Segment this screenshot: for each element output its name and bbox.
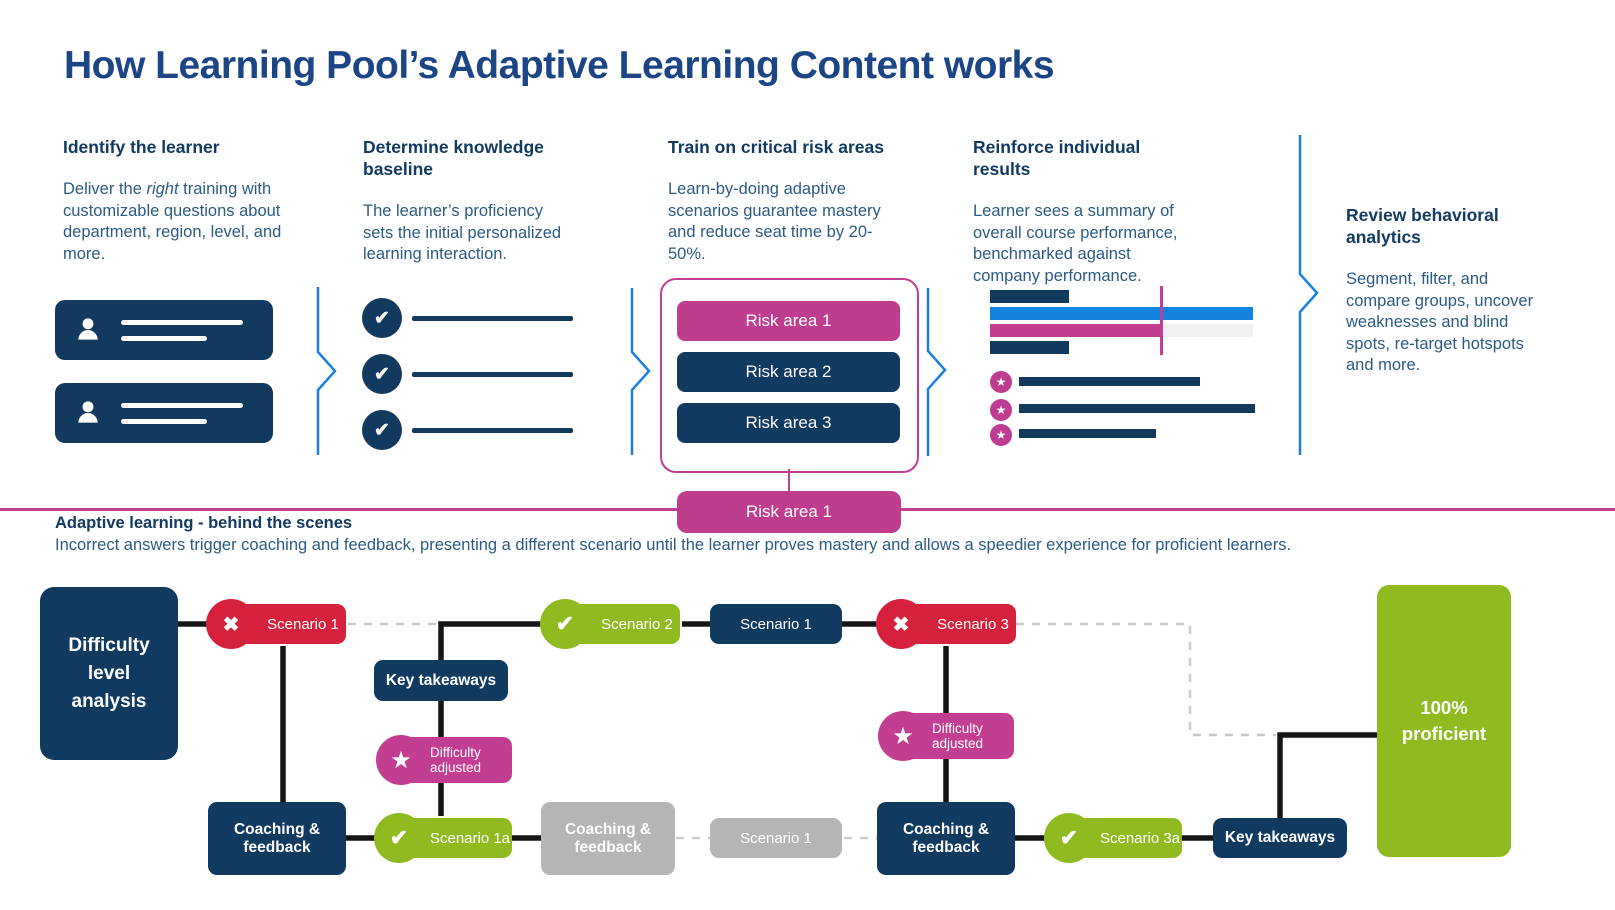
check-icon: ✔ <box>374 307 390 329</box>
star-glyph: ★ <box>390 746 412 774</box>
page-title: How Learning Pool’s Adaptive Learning Co… <box>64 44 1055 87</box>
learner-bar-magenta <box>990 324 1161 337</box>
scenario-1-pill: Scenario 1 ✖ <box>206 599 346 649</box>
cross-glyph: ✖ <box>892 613 910 636</box>
check-icon: ✔ <box>374 813 424 863</box>
card-text-line <box>121 403 243 408</box>
coaching-feedback-box-inactive: Coaching & feedback <box>541 802 675 875</box>
person-icon <box>78 401 98 423</box>
behind-the-scenes-description: Incorrect answers trigger coaching and f… <box>55 536 1292 554</box>
step-separator-chevron <box>630 288 651 455</box>
step-separator-chevron <box>316 287 337 455</box>
score-bar-navy <box>990 341 1069 354</box>
list-line <box>412 316 573 321</box>
check-icon: ✔ <box>374 363 390 385</box>
risk-area-button: Risk area 2 <box>677 352 900 392</box>
step-heading: Review behavioral analytics <box>1346 205 1499 247</box>
step-body: Segment, filter, and compare groups, unc… <box>1346 270 1534 374</box>
step-body-emphasis: right <box>146 180 179 198</box>
check-glyph: ✔ <box>1059 825 1079 850</box>
difficulty-adjusted-pill: Difficulty adjusted ★ <box>376 734 512 786</box>
card-text-line <box>121 320 243 325</box>
bullet-bar <box>1019 377 1200 386</box>
scenario-1-box-inactive: Scenario 1 <box>710 818 842 858</box>
step-column-reinforce: Reinforce individual results Learner see… <box>973 136 1199 287</box>
step-separator-chevron <box>1298 135 1319 455</box>
step-heading: Train on critical risk areas <box>668 137 884 157</box>
difficulty-analysis-box: Difficulty level analysis <box>40 587 178 760</box>
step-body-text: Deliver the <box>63 180 147 198</box>
check-circle: ✔ <box>362 298 402 338</box>
star-icon: ★ <box>995 403 1007 417</box>
star-icon: ★ <box>995 375 1007 389</box>
star-icon: ★ <box>878 711 928 761</box>
star-bullet: ★ <box>990 371 1012 393</box>
list-line <box>412 428 573 433</box>
proficient-box: 100% proficient <box>1377 585 1511 857</box>
bullet-bar <box>1019 404 1255 413</box>
difficulty-adjusted-pill: Difficulty adjusted ★ <box>878 710 1014 762</box>
cross-icon: ✖ <box>206 599 256 649</box>
key-takeaways-box: Key takeaways <box>374 660 508 701</box>
step-body: Deliver the right training with customiz… <box>63 179 297 265</box>
scenario-1a-pill: Scenario 1a ✔ <box>374 813 512 863</box>
step-heading: Reinforce individual results <box>973 137 1141 179</box>
check-icon: ✔ <box>374 419 390 441</box>
key-takeaways-box: Key takeaways <box>1213 818 1347 858</box>
risk-area-callout: Risk area 1 <box>677 491 901 533</box>
step-column-identify: Identify the learner Deliver the right t… <box>63 136 297 265</box>
person-icon <box>78 318 98 340</box>
check-circle: ✔ <box>362 354 402 394</box>
step-body: The learner’s proficiency sets the initi… <box>363 202 562 263</box>
step-separator-chevron <box>926 288 947 456</box>
check-icon: ✔ <box>1044 813 1094 863</box>
step-body-text: training with customizable questions abo… <box>63 180 282 263</box>
company-bar-blue <box>990 307 1253 320</box>
risk-area-button: Risk area 1 <box>677 301 900 341</box>
score-bar-navy <box>990 290 1069 303</box>
step-body: Learner sees a summary of overall course… <box>973 202 1178 285</box>
step-heading: Determine knowledge baseline <box>363 137 544 179</box>
step-column-risk: Train on critical risk areas Learn-by-do… <box>668 136 894 265</box>
solid-connector <box>1277 732 1379 820</box>
star-bullet: ★ <box>990 399 1012 421</box>
star-bullet: ★ <box>990 424 1012 446</box>
scenario-1-repeat-box: Scenario 1 <box>710 604 842 644</box>
learner-card <box>55 300 273 360</box>
scenario-3-pill: Scenario 3 ✖ <box>876 599 1016 649</box>
step-column-analytics: Review behavioral analytics Segment, fil… <box>1346 204 1533 377</box>
check-glyph: ✔ <box>389 825 409 850</box>
card-text-line <box>121 336 207 341</box>
check-glyph: ✔ <box>555 611 575 636</box>
cross-glyph: ✖ <box>222 613 240 636</box>
bullet-bar <box>1019 429 1156 438</box>
risk-area-button: Risk area 3 <box>677 403 900 443</box>
check-circle: ✔ <box>362 410 402 450</box>
behind-the-scenes-heading: Adaptive learning - behind the scenes <box>55 514 353 532</box>
coaching-feedback-box: Coaching & feedback <box>208 802 346 875</box>
learner-card <box>55 383 273 443</box>
scenario-3a-pill: Scenario 3a ✔ <box>1044 813 1182 863</box>
star-icon: ★ <box>995 428 1007 442</box>
star-glyph: ★ <box>892 722 914 750</box>
check-icon: ✔ <box>540 599 590 649</box>
step-column-baseline: Determine knowledge baseline The learner… <box>363 136 561 266</box>
dashed-connector <box>1016 622 1276 737</box>
step-heading: Identify the learner <box>63 137 220 157</box>
coaching-feedback-box: Coaching & feedback <box>877 802 1015 875</box>
card-text-line <box>121 419 207 424</box>
solid-connector <box>438 621 548 816</box>
step-body: Learn-by-doing adaptive scenarios guaran… <box>668 180 881 263</box>
list-line <box>412 372 573 377</box>
cross-icon: ✖ <box>876 599 926 649</box>
scenario-2-pill: Scenario 2 ✔ <box>540 599 680 649</box>
star-icon: ★ <box>376 735 426 785</box>
benchmark-marker <box>1160 286 1163 355</box>
